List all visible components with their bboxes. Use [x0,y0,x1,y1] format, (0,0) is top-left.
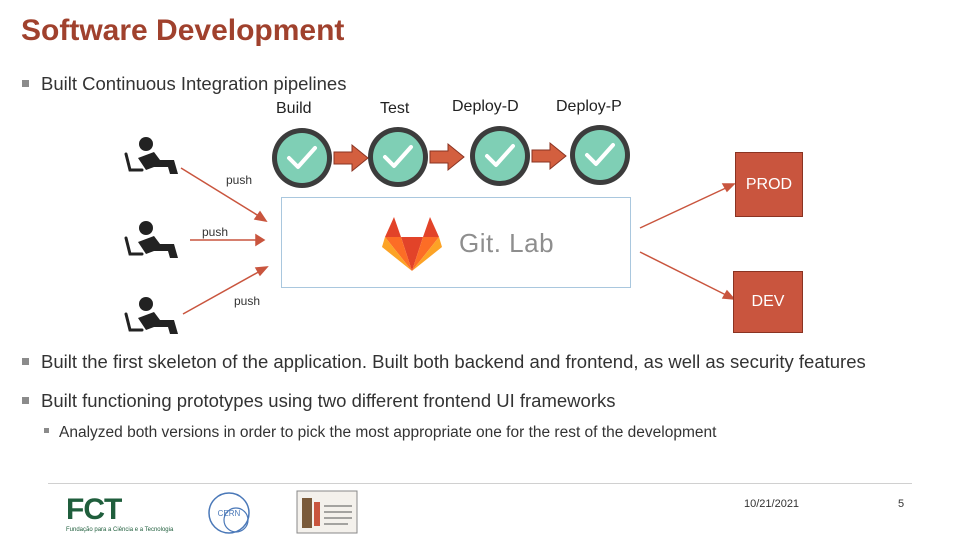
bullet-text: Built the first skeleton of the applicat… [41,351,866,372]
project-logo-icon [296,490,358,534]
push-arrow-user-3 [182,269,263,315]
stage-label-deploy-p: Deploy-P [556,98,622,115]
bullet-marker [22,79,29,87]
bullet-marker [22,396,29,404]
push-label: push [226,173,253,187]
push-label: push [234,294,261,308]
developer-icon [124,137,178,174]
check-icon [287,146,317,169]
push-label: push [202,225,229,239]
fct-logo-text: FCT [66,493,122,526]
env-dev: DEV [733,271,803,333]
env-prod: PROD [735,152,803,217]
bullet-text: Built Continuous Integration pipelines [41,73,347,94]
deploy-arrow-dev [639,251,729,297]
developer-icon [124,297,178,334]
bullet-text: Built functioning prototypes using two d… [41,390,616,411]
bullet-skeleton: Built the first skeleton of the applicat… [22,351,866,373]
arrow-test-to-deploy-d [429,142,465,172]
bullet-prototypes: Built functioning prototypes using two d… [22,390,616,412]
stage-deploy-p-status [570,125,630,185]
stage-deploy-d-status [470,126,530,186]
bullet-ci: Built Continuous Integration pipelines [22,73,346,95]
stage-label-build: Build [276,100,312,117]
bullet-marker [22,357,29,365]
arrow-build-to-test [333,143,369,173]
cern-logo-icon: CERN [208,492,250,534]
stage-label-test: Test [380,100,410,117]
svg-text:CERN: CERN [218,509,241,518]
arrow-deploy-d-to-deploy-p [531,141,567,171]
check-icon [383,145,413,168]
slide-date: 10/21/2021 [744,498,800,510]
gitlab-repository: Git. Lab [281,197,631,288]
deploy-arrow-prod [639,186,729,229]
developer-icon [124,221,178,258]
stage-label-deploy-d: Deploy-D [452,98,519,115]
bullet-text: Analyzed both versions in order to pick … [59,424,717,441]
stage-build-status [272,128,332,188]
sub-bullet-analysis: Analyzed both versions in order to pick … [44,424,716,442]
check-icon [485,144,515,167]
gitlab-logo-icon [382,217,442,271]
bullet-marker [44,428,49,434]
slide-title: Software Development [21,14,345,47]
push-arrow-user-1 [180,167,263,219]
stage-test-status [368,127,428,187]
footer-divider [48,483,912,484]
check-icon [585,143,615,166]
page-number: 5 [898,498,905,510]
fct-logo: FCT Fundação para a Ciência e a Tecnolog… [66,493,173,533]
fct-logo-subtitle: Fundação para a Ciência e a Tecnologia [66,527,174,533]
gitlab-wordmark: Git. Lab [459,228,555,258]
